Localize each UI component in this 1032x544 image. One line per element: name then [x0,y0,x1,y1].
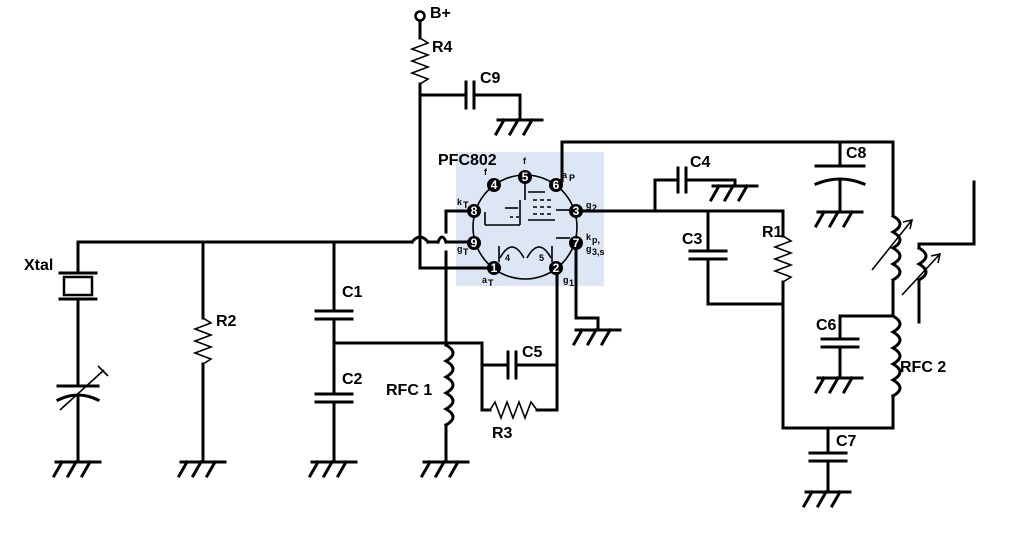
resistor-r4 [409,19,431,97]
svg-text:8: 8 [471,204,478,218]
label-r2: R2 [216,313,237,330]
svg-text:2: 2 [553,261,560,275]
capacitor-c2 [314,392,354,404]
ground-r2 [177,460,227,478]
ground-c8 [814,210,864,228]
ground-rfc1 [420,460,470,478]
coupling-link [901,180,976,324]
svg-text:3: 3 [573,204,580,218]
tube-pin-1: 1 [487,261,501,275]
tube-pin-5: 5 [518,170,532,184]
svg-text:k: k [457,197,463,207]
capacitor-c5 [480,350,559,380]
resistor-r1 [772,235,794,283]
ground-c7 [802,490,852,508]
choke-rfc1 [442,342,455,428]
tube-pin-4: 4 [487,178,501,192]
label-c4: C4 [690,154,711,171]
label-rfc2: RFC 2 [900,359,946,376]
capacitor-c3 [688,249,728,261]
tube-pin-8: 8 [467,204,481,218]
choke-rfc2 [889,313,902,399]
crystal-xtal [58,271,98,301]
pin-label-f4: f [484,167,488,177]
ground-c2 [308,460,358,478]
ground-xtal [52,460,102,478]
pin-label-kp: k p, [586,232,600,245]
label-r3: R3 [492,425,513,442]
svg-text:2: 2 [592,203,597,213]
label-xtal: Xtal [24,257,53,274]
capacitor-c9 [418,80,522,122]
resistor-r3 [480,399,559,421]
svg-text:9: 9 [471,236,478,250]
svg-text:g: g [586,244,592,254]
tube-electrodes [484,183,570,262]
label-r4: R4 [432,39,453,56]
svg-text:p,: p, [592,235,600,245]
tube-pin-3: 3 [569,204,583,218]
pin-label-at: a T [482,275,494,288]
pin-label-inner4: 4 [505,253,510,263]
svg-text:1: 1 [569,278,574,288]
capacitor-c1 [314,309,354,321]
pin-label-gt: g T [457,244,469,257]
tube-pin-9: 9 [467,236,481,250]
label-c8: C8 [846,145,867,162]
tube-pin-2: 2 [549,261,563,275]
variable-inductor-tank [871,213,914,283]
svg-text:g: g [563,275,569,285]
svg-text:g: g [457,244,463,254]
ground-pin7 [572,328,622,346]
svg-text:a: a [482,275,488,285]
bplus-terminal [414,10,426,22]
tube-background [456,152,604,286]
svg-text:k: k [586,232,592,242]
ground-c6 [814,376,864,394]
label-c5: C5 [522,344,543,361]
ground-c9 [494,118,544,136]
tube-pin-6: 6 [549,178,563,192]
label-r1: R1 [762,224,783,241]
pin-label-inner5: 5 [539,253,544,263]
tube-pin-7: 7 [569,236,583,250]
capacitor-c7 [808,451,848,463]
svg-text:7: 7 [573,236,580,250]
svg-text:5: 5 [522,170,529,184]
svg-text:4: 4 [491,178,498,192]
svg-text:T: T [463,200,469,210]
svg-text:T: T [463,247,469,257]
pin-label-g1: g 1 [563,275,574,288]
label-rfc1: RFC 1 [386,382,432,399]
pin-label-kt: k T [457,197,469,210]
svg-text:T: T [488,278,494,288]
label-tube: PFC802 [438,152,497,169]
pin-label-g2: g 2 [586,200,597,213]
svg-text:6: 6 [553,178,560,192]
label-c9: C9 [480,70,501,87]
trimmer-capacitor [55,365,109,411]
svg-text:1: 1 [491,261,498,275]
capacitor-c4 [653,166,737,194]
label-c6: C6 [816,317,837,334]
svg-text:P: P [569,173,575,183]
pin-label-ap: a P [562,170,575,183]
pin-label-f5: f [523,156,527,166]
label-c3: C3 [682,231,703,248]
resistor-r2 [192,317,214,365]
label-c1: C1 [342,284,363,301]
label-c7: C7 [836,433,857,450]
pin-label-g3: g 3,s [586,244,605,257]
capacitor-c6 [820,337,860,349]
label-bplus: B+ [430,5,451,22]
svg-text:g: g [586,200,592,210]
ground-c4 [709,184,759,202]
svg-text:3,s: 3,s [592,247,605,257]
svg-text:a: a [562,170,568,180]
label-c2: C2 [342,371,363,388]
